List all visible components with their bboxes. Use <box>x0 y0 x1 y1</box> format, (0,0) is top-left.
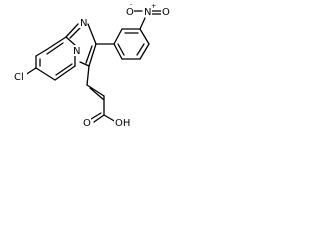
atom-n-nitro: N <box>144 7 151 18</box>
bond <box>87 23 97 45</box>
double-bond-inner <box>46 42 64 55</box>
bond-c3-vinyl <box>86 65 90 86</box>
chemical-structure-diagram: Cl N N N + O - O OH O <box>13 0 170 129</box>
atom-oh: OH <box>115 118 130 129</box>
bond <box>113 28 123 45</box>
bond <box>88 43 97 67</box>
double-bond-inner <box>69 27 81 39</box>
imidazole-ring <box>65 23 97 67</box>
bond <box>35 67 56 81</box>
phenyl-ring <box>113 28 150 60</box>
atom-o-nitro-right: O <box>162 7 170 18</box>
pyridine-ring <box>35 36 76 81</box>
bond <box>113 43 123 60</box>
double-bond-inner <box>85 45 93 64</box>
atom-o-nitro-left: O <box>126 7 134 18</box>
charge-minus: - <box>130 0 133 8</box>
bond <box>45 36 67 51</box>
bond <box>139 28 150 45</box>
atom-n-bridge: N <box>73 46 80 57</box>
bond-c-n-nitro <box>139 17 146 30</box>
bond <box>54 65 76 81</box>
bond-c-o-double-2 <box>90 112 102 120</box>
double-bond-inner <box>55 63 73 76</box>
bond <box>139 43 150 60</box>
bond <box>79 61 90 67</box>
bond-c-o-double-1 <box>93 114 105 123</box>
bond-vinyl-double <box>89 87 105 101</box>
atom-cl: Cl <box>14 72 24 83</box>
atom-n-imidazole: N <box>80 18 87 29</box>
double-bond-inner <box>136 43 145 56</box>
bond-vinyl-single <box>86 84 105 97</box>
atom-labels: Cl N N N + O - O OH O <box>13 0 170 129</box>
bond <box>65 23 79 38</box>
structure-canvas: Cl N N N + O - O OH O <box>0 0 179 138</box>
bond <box>65 36 76 46</box>
bond <box>35 49 47 57</box>
double-bond-inner <box>117 43 125 56</box>
atom-o-carbonyl: O <box>83 118 91 129</box>
charge-plus: + <box>151 2 156 10</box>
